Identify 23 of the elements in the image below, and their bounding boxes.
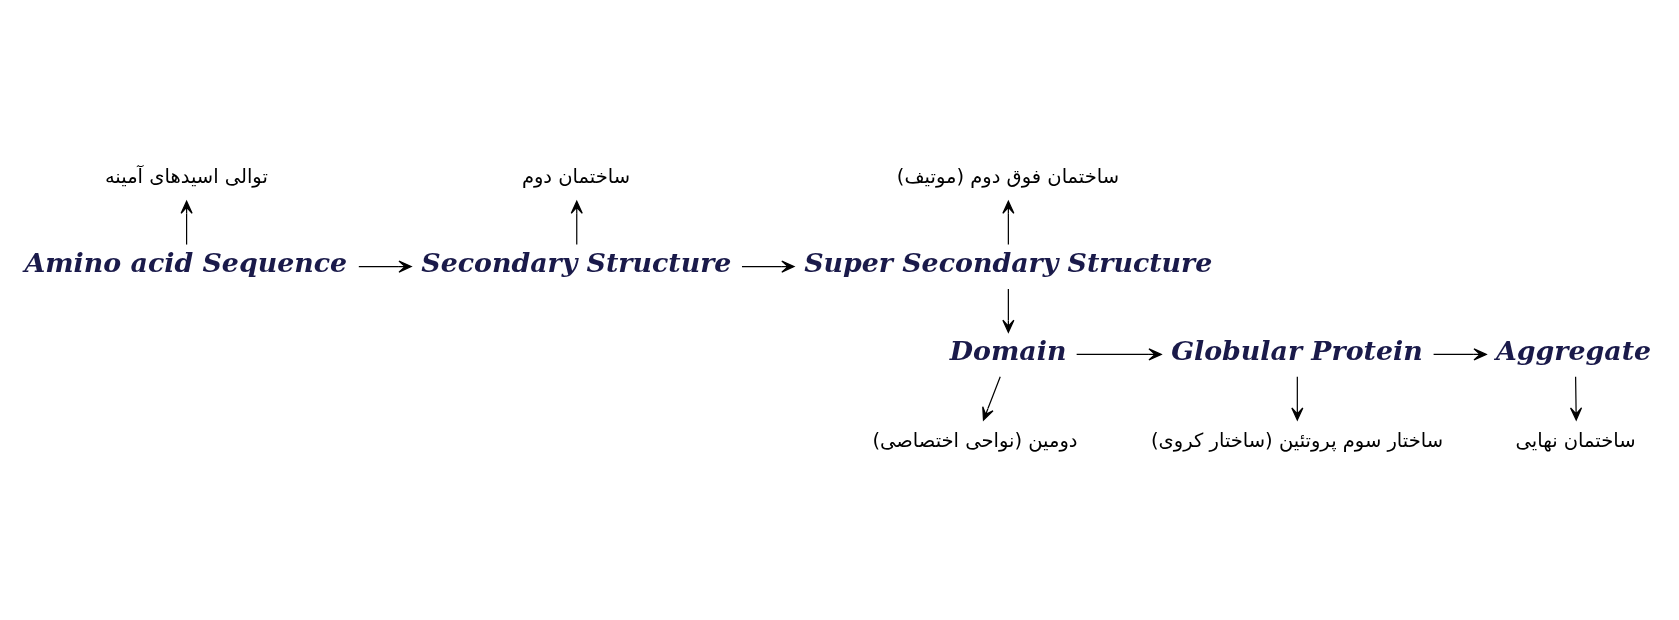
arrow xyxy=(180,200,193,245)
node-text: توالی اسیدهای آمینه xyxy=(104,164,268,188)
arrow xyxy=(358,260,412,273)
arrow xyxy=(1076,347,1162,360)
node-text: ساختمان دوم xyxy=(521,164,631,188)
arrow xyxy=(1433,347,1487,360)
node-text: ساختمان فوق دوم (موتیف) xyxy=(896,164,1120,188)
node-text: Globular Protein xyxy=(1171,334,1423,366)
arrow xyxy=(1002,200,1015,245)
node-text: Super Secondary Structure xyxy=(804,246,1213,278)
arrow xyxy=(1291,375,1304,421)
node-text: ساختمان نهایی xyxy=(1515,428,1636,452)
arrow xyxy=(982,375,1001,421)
node-text: ساختار سوم پروتئین (ساختار کروی) xyxy=(1151,428,1444,452)
arrow xyxy=(1002,287,1015,333)
node-text: Secondary Structure xyxy=(421,246,732,278)
arrow xyxy=(741,260,795,273)
node-text: دومین (نواحی اختصاصی) xyxy=(872,428,1078,452)
arrow xyxy=(1569,375,1583,421)
node-text: Aggregate xyxy=(1496,334,1652,366)
node-text: Domain xyxy=(949,334,1067,366)
node-text: Amino acid Sequence xyxy=(24,246,348,278)
arrow xyxy=(570,200,583,245)
